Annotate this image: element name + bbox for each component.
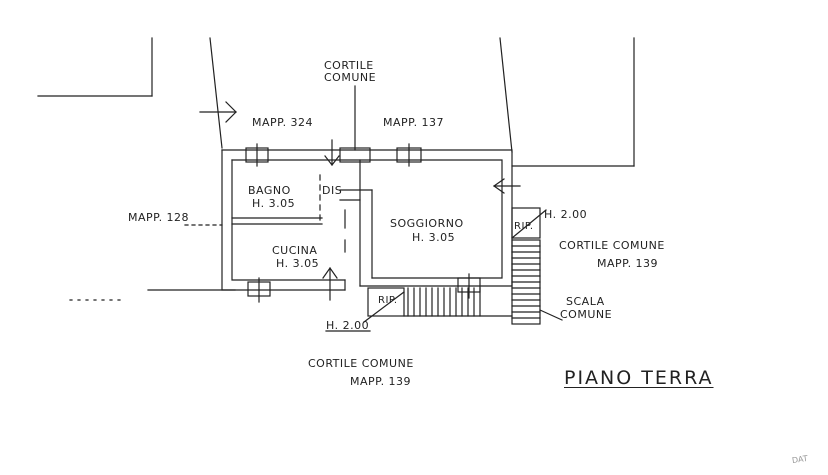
- rip-bottom-box: [367, 287, 405, 317]
- scala-leader: [539, 309, 563, 321]
- label-comune: COMUNE: [560, 308, 613, 321]
- label-h200-bottom: H. 2.00: [326, 319, 370, 332]
- entry-arrow-head: [225, 101, 237, 123]
- wall-inner: [231, 159, 503, 279]
- door-arrow-bottom-head: [322, 266, 338, 279]
- label-cortile-bottom-line1: CORTILE COMUNE: [308, 357, 414, 370]
- rip-right-diag: [511, 209, 547, 239]
- label-scala: SCALA: [566, 295, 605, 308]
- label-cortile-bottom-line2: MAPP. 139: [350, 375, 412, 388]
- label-mapp-128: MAPP. 128: [128, 211, 190, 224]
- label-h200-right: H. 2.00: [544, 208, 588, 221]
- door-arrow-right-head: [492, 178, 505, 194]
- window-dis: [339, 147, 371, 163]
- door-arrow-top-head: [324, 155, 340, 166]
- wall-left-inner: [231, 159, 346, 281]
- label-rip-right: RIP.: [514, 221, 534, 232]
- label-cortile-right-line2: MAPP. 139: [597, 257, 659, 270]
- plan-title: PIANO TERRA: [564, 367, 714, 389]
- wall-left-outer: [221, 149, 346, 291]
- label-mapp-137: MAPP. 137: [383, 116, 445, 129]
- boundary-line-1: [209, 37, 223, 149]
- label-bagno-height: H. 3.05: [252, 197, 296, 210]
- label-cortile-top-line1: CORTILE: [324, 59, 374, 72]
- rip-bottom-diag: [363, 291, 405, 323]
- rip-right-box: [511, 207, 541, 239]
- label-dis: DIS: [322, 184, 343, 197]
- label-soggiorno: SOGGIORNO: [390, 217, 464, 230]
- label-rip-bottom: RIP.: [378, 295, 398, 306]
- label-cucina-height: H. 3.05: [276, 257, 320, 270]
- label-cortile-right-line1: CORTILE COMUNE: [559, 239, 665, 252]
- label-mapp-324: MAPP. 324: [252, 116, 314, 129]
- label-soggiorno-height: H. 3.05: [412, 231, 456, 244]
- label-cortile-top-line2: COMUNE: [324, 71, 377, 84]
- label-cucina: CUCINA: [272, 244, 318, 257]
- label-bagno: BAGNO: [248, 184, 291, 197]
- boundary-line-2: [499, 37, 513, 153]
